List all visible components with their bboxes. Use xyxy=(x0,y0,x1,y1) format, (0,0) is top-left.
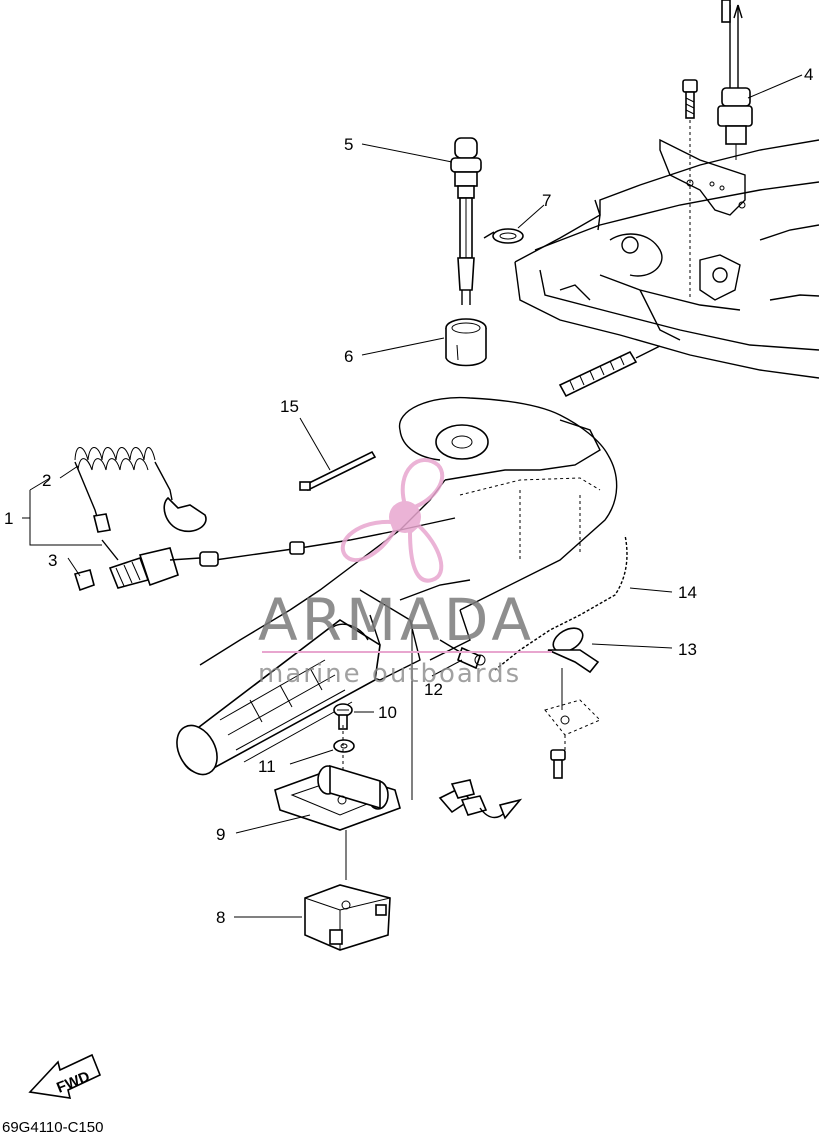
bracket-part xyxy=(274,764,401,831)
callout-1: 1 xyxy=(4,509,13,528)
tiller-handle-body xyxy=(199,396,618,681)
callout-8: 8 xyxy=(216,908,225,927)
cdi-unit-part xyxy=(304,884,391,951)
diagram-code: 69G4110-C150 xyxy=(2,1119,103,1135)
wire-harness-part xyxy=(345,779,523,881)
screw-icon xyxy=(550,749,566,779)
callout-9: 9 xyxy=(216,825,225,844)
callout-14: 14 xyxy=(678,583,697,602)
lanyard-part xyxy=(74,447,207,533)
bolt-icon xyxy=(682,79,698,119)
stop-switch-part xyxy=(450,137,482,305)
callout-labels: 1 2 3 4 5 6 7 8 9 10 11 12 13 14 15 xyxy=(4,65,813,927)
cable-tie-part xyxy=(299,450,377,492)
callout-12: 12 xyxy=(424,680,443,699)
watermark-tagline: marine outboards xyxy=(258,659,521,689)
threaded-rod-part xyxy=(558,345,661,398)
screw-icon xyxy=(333,703,353,730)
clip-part xyxy=(483,228,524,244)
callout-6: 6 xyxy=(344,347,353,366)
callout-2: 2 xyxy=(42,471,51,490)
leader-lines xyxy=(22,74,803,918)
kill-switch-plug-part xyxy=(101,539,201,589)
callout-7: 7 xyxy=(542,191,551,210)
neutral-switch-part xyxy=(717,0,753,160)
callout-11: 11 xyxy=(258,757,276,776)
forward-direction-icon: FWD xyxy=(28,1053,102,1099)
bushing-part xyxy=(445,318,487,367)
callout-15: 15 xyxy=(280,397,299,416)
callout-3: 3 xyxy=(48,551,57,570)
cable-connector xyxy=(199,551,219,567)
tiller-grip xyxy=(176,619,381,776)
watermark: ARMADA marine outboards xyxy=(258,458,552,689)
watermark-brand: ARMADA xyxy=(258,586,535,654)
hose-clamp-part xyxy=(544,627,601,760)
callout-4: 4 xyxy=(804,65,813,84)
callout-10: 10 xyxy=(378,703,397,722)
callout-13: 13 xyxy=(678,640,697,659)
callout-5: 5 xyxy=(344,135,353,154)
bottom-cowling-part xyxy=(514,120,819,379)
washer-icon xyxy=(333,739,355,753)
hose-part xyxy=(493,534,630,673)
propeller-logo-icon xyxy=(340,458,445,583)
